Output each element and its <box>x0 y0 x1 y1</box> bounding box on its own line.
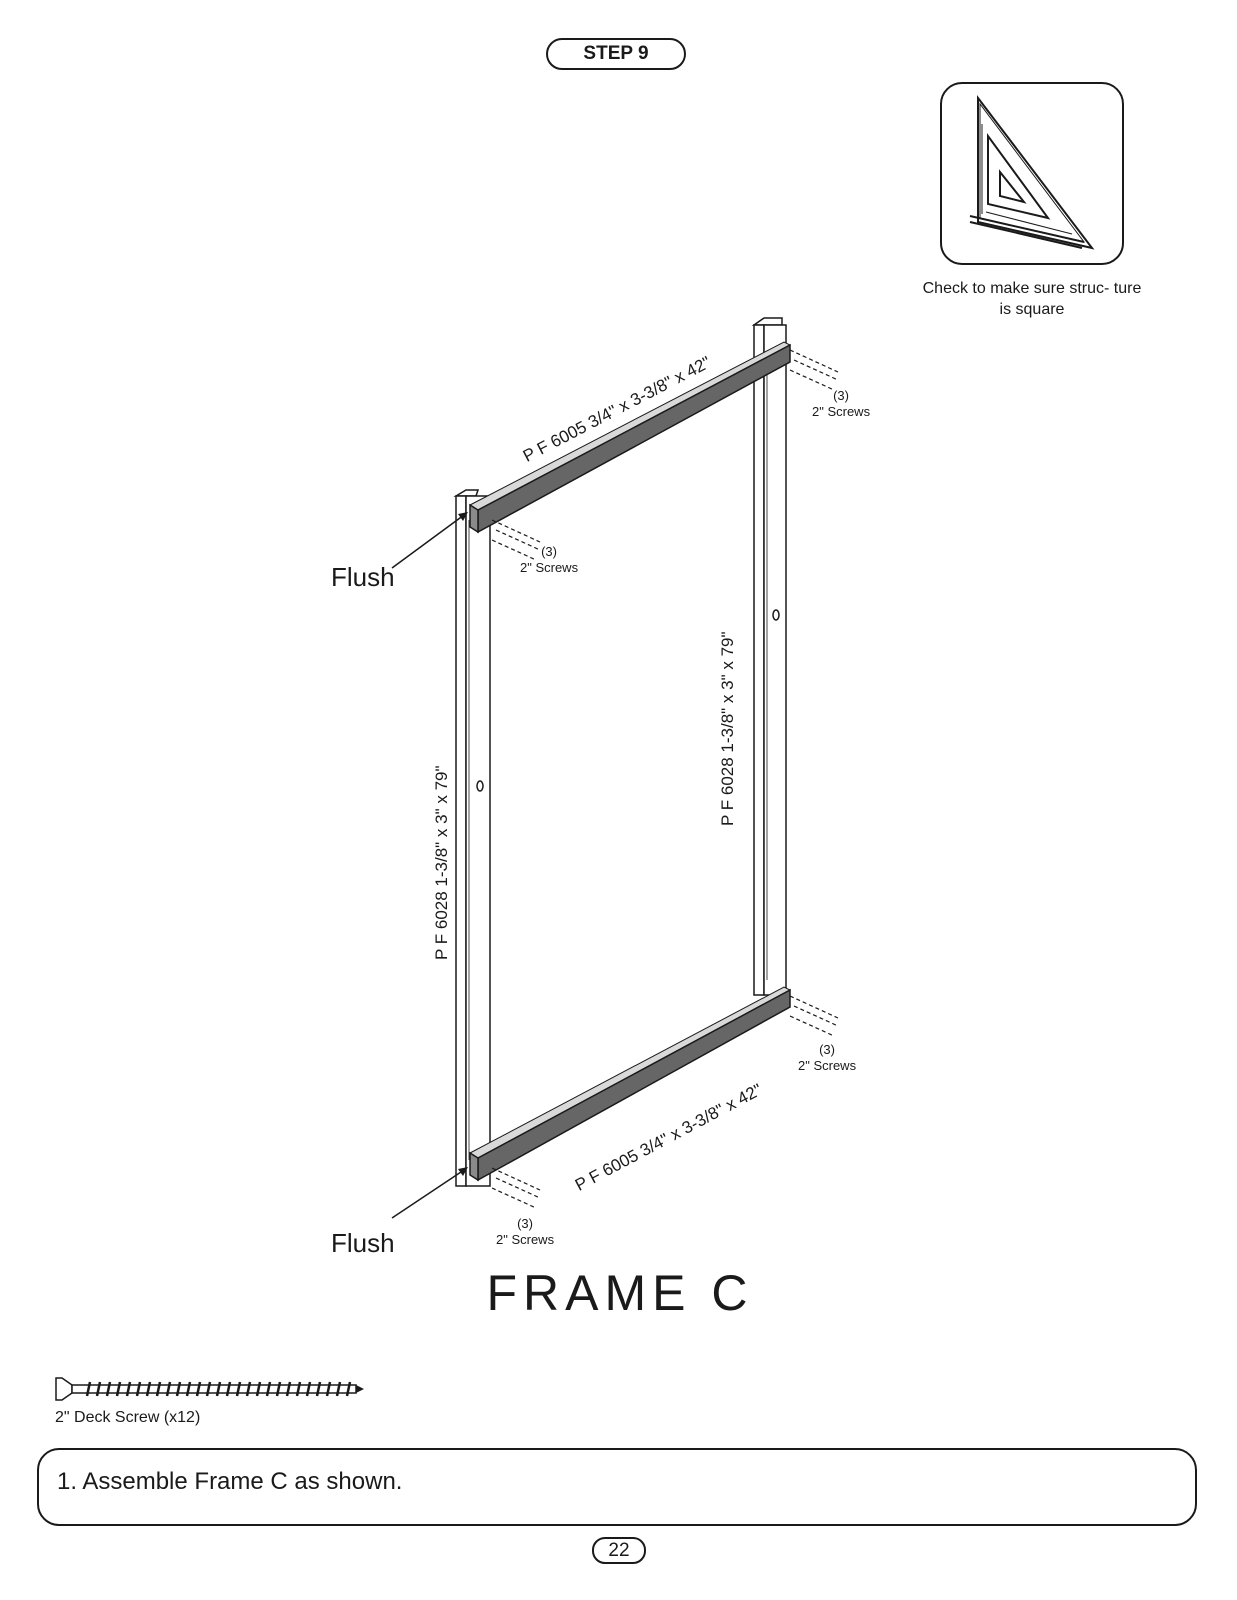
left-post-label: P F 6028 1-3/8" x 3" x 79" <box>432 765 451 960</box>
screw-size: 2" Screws <box>520 560 579 575</box>
square-check-caption: Check to make sure struc- ture is square <box>922 280 1142 318</box>
deck-screw-caption: 2" Deck Screw (x12) <box>55 1409 201 1426</box>
top-rail <box>468 341 792 534</box>
screw-callout-top-left: (3) 2" Screws <box>520 544 578 576</box>
screw-callout-top-right: (3) 2" Screws <box>812 388 870 420</box>
speed-square-icon <box>969 95 1095 250</box>
right-post <box>751 317 787 996</box>
flush-arrows <box>391 512 468 1219</box>
flush-label-bottom: Flush <box>331 1228 395 1258</box>
instruction-1: 1. Assemble Frame C as shown. <box>57 1468 403 1495</box>
screw-guides <box>491 349 839 1209</box>
screw-callout-bottom-left: (3) 2" Screws <box>496 1216 554 1248</box>
screw-size: 2" Screws <box>798 1058 857 1073</box>
instructions-box: 1. Assemble Frame C as shown. <box>37 1448 1197 1526</box>
right-post-label: P F 6028 1-3/8" x 3" x 79" <box>718 631 737 826</box>
square-check-box <box>940 82 1124 265</box>
screw-callout-bottom-right: (3) 2" Screws <box>798 1042 856 1074</box>
screw-count: (3) <box>819 1042 835 1057</box>
screw-count: (3) <box>517 1216 533 1231</box>
deck-screw-icon <box>55 1377 364 1401</box>
flush-label-top: Flush <box>331 562 395 592</box>
left-post <box>453 489 491 1187</box>
screw-count: (3) <box>833 388 849 403</box>
step-label: STEP 9 <box>546 38 686 70</box>
frame-title: FRAME C <box>486 1265 754 1321</box>
screw-count: (3) <box>541 544 557 559</box>
screw-size: 2" Screws <box>496 1232 555 1247</box>
screw-size: 2" Screws <box>812 404 871 419</box>
bottom-rail <box>468 986 792 1182</box>
page-number: 22 <box>592 1537 646 1564</box>
